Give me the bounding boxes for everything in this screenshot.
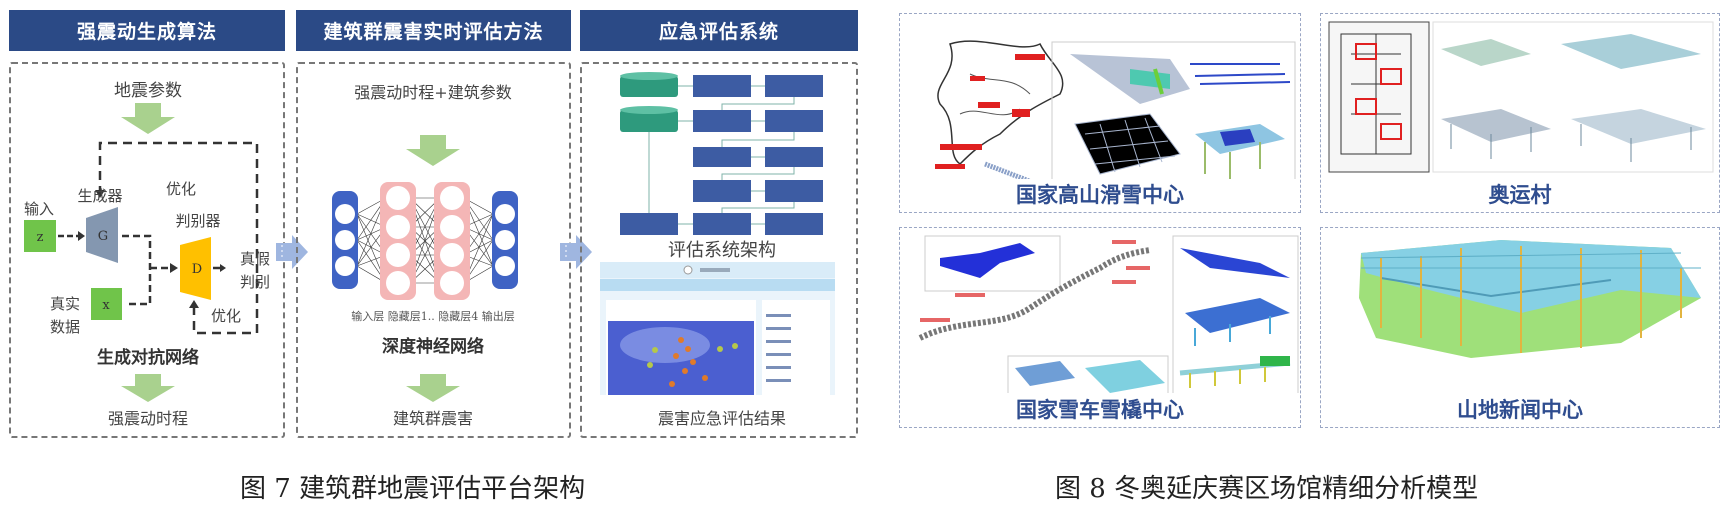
down-arrow-icon bbox=[406, 135, 460, 166]
gan-output-label: 强震动时程 bbox=[108, 409, 188, 428]
right-arrow-icon bbox=[276, 235, 308, 269]
z-box bbox=[24, 220, 56, 252]
panel-sliding-center: 国家雪车雪橇中心 bbox=[899, 227, 1301, 428]
svg-text:优化: 优化 bbox=[211, 307, 241, 325]
nn-node bbox=[386, 271, 410, 295]
dnn-input-label: 强震动时程+建筑参数 bbox=[354, 83, 511, 102]
panel-alpine-ski-center: 国家高山滑雪中心 bbox=[899, 13, 1301, 213]
panel-gan: 地震参数 生成器 优化 输入 z G 判别器 D 真假 判别 x 真实 数据 优… bbox=[9, 62, 285, 438]
panel-title: 山地新闻中心 bbox=[1457, 398, 1583, 422]
panel-dnn: 强震动时程+建筑参数 输入层 隐藏层1.. 隐藏层4 输出层 深度神经网络 建筑… bbox=[296, 62, 571, 438]
feedback-loop bbox=[98, 141, 259, 335]
column-header-emergency-system: 应急评估系统 bbox=[580, 10, 858, 51]
right-arrow-icon bbox=[560, 235, 592, 269]
figure7-caption: 图 7 建筑群地震评估平台架构 bbox=[240, 474, 586, 504]
real-data-label: 真实 bbox=[50, 295, 80, 313]
optimize-label: 优化 bbox=[166, 180, 196, 198]
gan-input-label: 地震参数 bbox=[114, 81, 182, 101]
real-fake-label: 真假 bbox=[240, 250, 270, 268]
down-arrow-icon bbox=[121, 374, 175, 402]
generator-shape bbox=[86, 207, 118, 263]
nn-node bbox=[386, 186, 410, 210]
panel-mountain-press-center: 山地新闻中心 bbox=[1320, 227, 1720, 428]
figure8-caption: 图 8 冬奥延庆赛区场馆精细分析模型 bbox=[1055, 474, 1479, 504]
input-label: 输入 bbox=[24, 200, 54, 218]
nn-node bbox=[495, 204, 515, 224]
svg-text:D: D bbox=[192, 262, 202, 277]
dnn-title: 深度神经网络 bbox=[382, 336, 484, 357]
nn-node bbox=[495, 230, 515, 250]
column-header-ground-motion: 强震动生成算法 bbox=[9, 10, 285, 51]
x-box bbox=[91, 288, 122, 320]
nn-node bbox=[335, 256, 355, 276]
svg-text:数据: 数据 bbox=[50, 318, 80, 336]
nn-node bbox=[440, 186, 464, 210]
nn-node bbox=[440, 215, 464, 239]
panel-title: 国家高山滑雪中心 bbox=[1016, 183, 1184, 207]
nn-layer-1 bbox=[380, 182, 416, 300]
svg-text:G: G bbox=[98, 229, 108, 244]
panel-title: 奥运村 bbox=[1488, 183, 1552, 207]
svg-text:判别: 判别 bbox=[240, 273, 270, 291]
panel-title: 国家雪车雪橇中心 bbox=[1016, 398, 1184, 422]
result-label: 震害应急评估结果 bbox=[658, 409, 786, 428]
layer-labels: 输入层 隐藏层1.. 隐藏层4 输出层 bbox=[351, 309, 514, 323]
discriminator-shape bbox=[180, 237, 211, 300]
svg-text:z: z bbox=[37, 230, 44, 245]
nn-node bbox=[335, 204, 355, 224]
generator-label: 生成器 bbox=[77, 187, 122, 205]
architecture-label: 评估系统架构 bbox=[668, 240, 776, 261]
down-arrow-icon bbox=[121, 103, 175, 134]
column-header-damage-assessment: 建筑群震害实时评估方法 bbox=[296, 10, 571, 51]
down-arrow-icon bbox=[406, 374, 460, 402]
nn-node bbox=[440, 243, 464, 267]
panel-emergency-system: 评估系统架构 震害应急评估结果 bbox=[580, 62, 858, 438]
nn-node bbox=[386, 243, 410, 267]
system-screenshot bbox=[600, 262, 835, 395]
gan-title: 生成对抗网络 bbox=[97, 347, 199, 368]
nn-node bbox=[386, 215, 410, 239]
nn-node bbox=[440, 271, 464, 295]
system-flowchart: 评估系统架构 震害应急评估结果 bbox=[600, 72, 835, 428]
nn-layer-2 bbox=[434, 182, 470, 300]
dnn-output-label: 建筑群震害 bbox=[393, 409, 473, 428]
panel-olympic-village: 奥运村 bbox=[1320, 13, 1720, 213]
nn-node bbox=[495, 256, 515, 276]
discriminator-label: 判别器 bbox=[175, 212, 220, 230]
svg-text:x: x bbox=[102, 298, 110, 313]
nn-node bbox=[335, 230, 355, 250]
